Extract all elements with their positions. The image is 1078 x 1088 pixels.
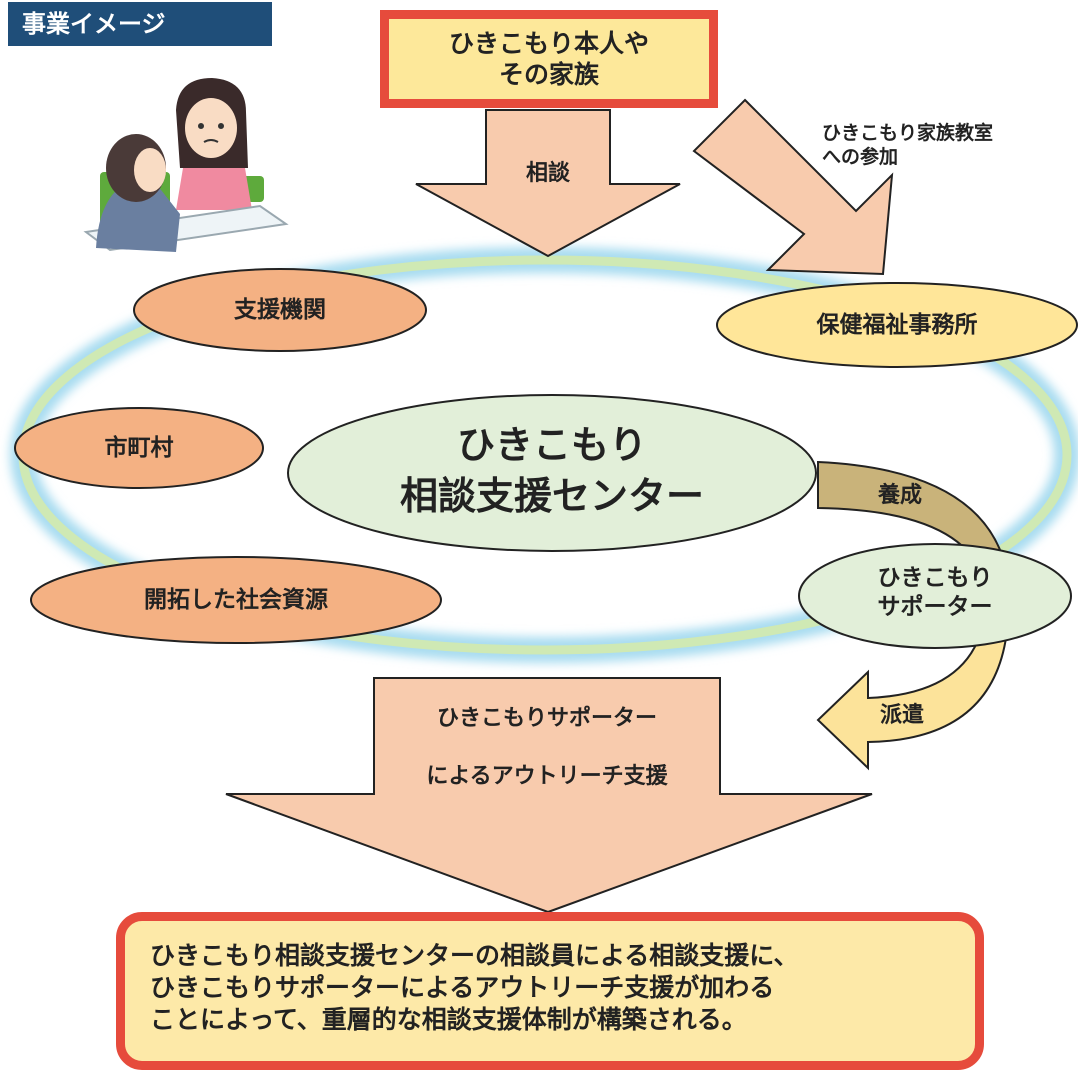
classroom-label: ひきこもり家族教室 への参加 xyxy=(822,122,993,170)
top-line-2: その家族 xyxy=(498,60,599,90)
support-orgs-label: 支援機関 xyxy=(234,297,326,323)
header-tab: 事業イメージ xyxy=(8,2,272,46)
municipalities-label: 市町村 xyxy=(104,435,174,461)
classroom-arrow xyxy=(692,98,894,276)
supporter-line-1: ひきこもり xyxy=(877,565,993,591)
outreach-label-line-2: によるアウトリーチ支援 xyxy=(426,764,668,789)
resources-label: 開拓した社会資源 xyxy=(144,587,328,613)
dispatch-arrow xyxy=(816,619,1010,771)
dispatch-label: 派遣 xyxy=(880,703,925,728)
center-line-1: ひきこもり xyxy=(456,423,647,467)
node-municipalities xyxy=(14,407,264,489)
conclusion-line-2: ひきこもりサポーターによるアウトリーチ支援が加わる xyxy=(150,972,775,1002)
node-center xyxy=(287,394,817,552)
top-box-label: ひきこもり本人や その家族 xyxy=(380,28,718,91)
health-office-label: 保健福祉事務所 xyxy=(816,312,978,338)
classroom-line-1: ひきこもり家族教室 xyxy=(822,122,994,144)
classroom-line-2: への参加 xyxy=(822,145,899,168)
consult-arrow xyxy=(415,109,681,258)
node-supporter xyxy=(798,543,1072,649)
top-box-person-family xyxy=(380,10,718,108)
outreach-arrow xyxy=(225,677,873,914)
center-label: ひきこもり 相談支援センター xyxy=(288,420,816,523)
outreach-label-line-1: ひきこもりサポーター xyxy=(436,706,657,731)
train-label: 養成 xyxy=(878,483,923,508)
conclusion-box xyxy=(116,912,984,1070)
node-support-orgs xyxy=(133,268,427,352)
top-line-1: ひきこもり本人や xyxy=(448,29,649,58)
supporter-label: ひきこもり サポーター xyxy=(799,564,1071,622)
supporter-line-2: サポーター xyxy=(877,593,993,620)
node-resources xyxy=(30,556,442,644)
consultation-people-illustration xyxy=(83,78,289,252)
conclusion-line-3: ことによって、重層的な相談支援体制が構築される。 xyxy=(150,1004,747,1034)
center-line-2: 相談支援センター xyxy=(399,474,704,519)
conclusion-line-1: ひきこもり相談支援センターの相談員による相談支援に、 xyxy=(150,941,799,970)
consult-label: 相談 xyxy=(525,161,570,186)
conclusion-text: ひきこもり相談支援センターの相談員による相談支援に、 ひきこもりサポーターによる… xyxy=(150,940,950,1035)
node-health-office xyxy=(716,282,1078,368)
